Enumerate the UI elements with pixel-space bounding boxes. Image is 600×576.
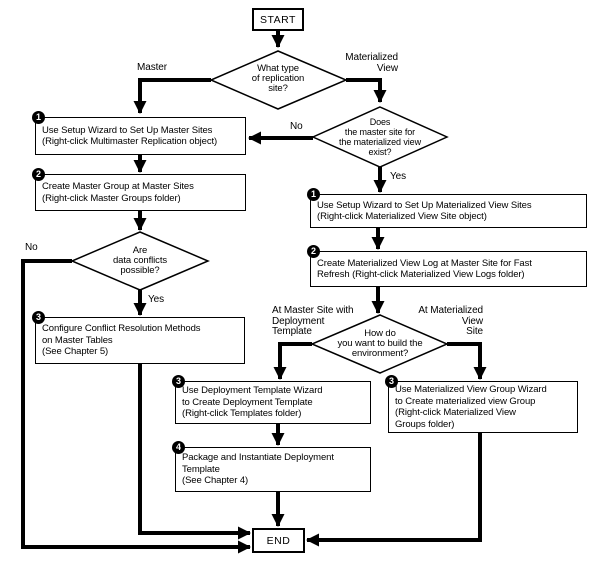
decision-conflicts: Are data conflicts possible? — [112, 245, 168, 276]
edge-label-at-mv-site: At Materialized View Site — [418, 305, 483, 337]
decision-conflicts-shape — [70, 231, 210, 291]
process-text: Create Master Group at Master Sites (Rig… — [42, 181, 194, 204]
edge-conflicts-no-to-end — [21, 259, 251, 554]
edge-mv-group-to-end — [306, 433, 482, 547]
process-text: Use Setup Wizard to Set Up Master Sites … — [42, 124, 218, 148]
edge-label-master: Master — [137, 62, 167, 73]
process-text: Use Deployment Template Wizard to Create… — [182, 385, 323, 420]
step-badge: 3 — [172, 375, 185, 388]
process-create-mv-group: 3 Use Materialized View Group Wizard to … — [385, 375, 578, 433]
process-setup-master-sites: 1 Use Setup Wizard to Set Up Master Site… — [32, 111, 246, 155]
decision-build-env-shape — [310, 314, 449, 374]
edge-label-at-master-site: At Master Site with Deployment Template — [272, 305, 354, 337]
edge-type-to-master-exists — [346, 78, 387, 103]
decision-master-exists-shape — [311, 106, 449, 168]
process-package-instantiate: 4 Package and Instantiate Deployment Tem… — [172, 441, 371, 492]
edge-label-no-master-exists: No — [290, 121, 303, 132]
step-badge: 3 — [32, 311, 45, 324]
edge-label-yes-master-exists: Yes — [390, 171, 407, 182]
start-node: START — [252, 8, 304, 31]
edge-type-to-master-setup — [133, 78, 211, 114]
step-badge: 2 — [307, 245, 320, 258]
process-deployment-template: 3 Use Deployment Template Wizard to Crea… — [172, 375, 371, 424]
process-text: Use Materialized View Group Wizard to Cr… — [395, 384, 547, 430]
process-conflict-resolution: 3 Configure Conflict Resolution Methods … — [32, 311, 245, 364]
decision-replication-type: What type of replication site? — [251, 63, 305, 94]
process-setup-mv-sites: 1 Use Setup Wizard to Set Up Materialize… — [307, 188, 587, 228]
edge-label-materialized-view: Materialized View — [345, 52, 398, 74]
step-badge: 1 — [307, 188, 320, 201]
decision-master-exists: Does the master site for the materialize… — [339, 117, 421, 157]
process-text: Configure Conflict Resolution Methods on… — [42, 323, 201, 358]
edge-build-mv-site — [447, 342, 487, 380]
end-label: END — [266, 534, 291, 547]
edge-label-no-conflicts: No — [25, 242, 38, 253]
step-badge: 4 — [172, 441, 185, 454]
edge-label-yes-conflicts: Yes — [148, 294, 165, 305]
process-create-mv-log: 2 Create Materialized View Log at Master… — [307, 245, 587, 287]
edge-build-template — [273, 342, 312, 380]
process-create-master-group: 2 Create Master Group at Master Sites (R… — [32, 168, 246, 211]
edge-conflict-res-to-end — [138, 364, 251, 540]
end-node: END — [252, 528, 305, 553]
step-badge: 1 — [32, 111, 45, 124]
decision-build-env: How do you want to build the environment… — [337, 328, 423, 359]
process-text: Create Materialized View Log at Master S… — [317, 257, 532, 281]
process-text: Use Setup Wizard to Set Up Materialized … — [317, 199, 532, 223]
decision-replication-type-shape — [209, 50, 348, 110]
process-text: Package and Instantiate Deployment Templ… — [182, 452, 334, 487]
step-badge: 2 — [32, 168, 45, 181]
start-label: START — [260, 13, 296, 26]
step-badge: 3 — [385, 375, 398, 388]
